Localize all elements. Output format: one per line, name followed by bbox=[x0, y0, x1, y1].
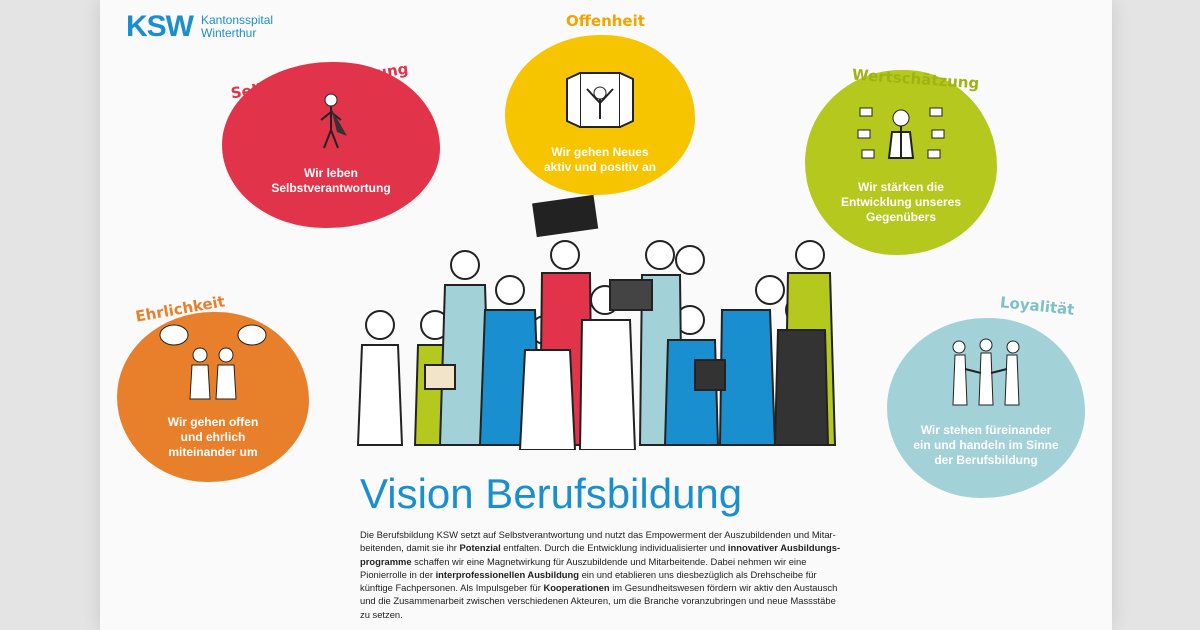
value-blob-wertschaetzung: Wir stärken die Entwicklung unseres Gege… bbox=[805, 70, 997, 255]
thumbs-up-icon bbox=[857, 107, 945, 159]
conversation-icon bbox=[159, 324, 267, 400]
value-text: Wir gehen Neues aktiv und positiv an bbox=[543, 145, 657, 174]
page-title: Vision Berufsbildung bbox=[360, 470, 743, 517]
value-blob-ehrlichkeit: Wir gehen offen und ehrlich miteinander … bbox=[117, 312, 309, 482]
logo-line1: Kantonsspital bbox=[201, 13, 274, 27]
paragraph-text: Die Berufsbildung KSW setzt auf Selbstve… bbox=[360, 529, 836, 554]
superhero-icon bbox=[320, 93, 347, 149]
paragraph-emphasis: innovativer Ausbildungs­programme bbox=[360, 542, 841, 567]
value-text: Wir leben Selbstverantwortung bbox=[271, 166, 391, 195]
logo-line2: Winterthur bbox=[201, 26, 257, 40]
paragraph-text: schaffen wir eine Magnetwirkung für Ausz… bbox=[360, 555, 807, 580]
handshake-icon bbox=[952, 338, 1020, 406]
value-blob-offenheit: Wir gehen Neues aktiv und positiv an bbox=[505, 35, 695, 195]
paragraph-emphasis: Kooperationen bbox=[543, 582, 610, 594]
value-text: Wir stärken die Entwicklung unseres Gege… bbox=[840, 180, 962, 224]
team-illustration bbox=[356, 195, 837, 450]
paragraph-text: entfalten. Durch die Entwicklung individ… bbox=[500, 542, 728, 554]
open-window-icon bbox=[566, 72, 634, 128]
paragraph-emphasis: Potenzial bbox=[459, 542, 501, 554]
value-text: Wir stehen füreinander ein und handeln i… bbox=[913, 423, 1059, 467]
logo-mark: KSW bbox=[126, 10, 194, 43]
paragraph-text: im Gesundheitswesen fördern wir aktiv de… bbox=[360, 582, 838, 620]
value-text: Wir gehen offen und ehrlich miteinander … bbox=[167, 415, 259, 459]
value-heading-offenheit: Offenheit bbox=[566, 12, 645, 30]
value-blob-loyalitaet: Wir stehen füreinander ein und handeln i… bbox=[887, 318, 1085, 498]
paragraph-emphasis: interprofessionellen Ausbildung bbox=[435, 568, 579, 580]
value-blob-selbstverantwortung: Wir leben Selbstverantwortung bbox=[222, 62, 440, 228]
vision-paragraph: Die Berufsbildung KSW setzt auf Selbstve… bbox=[360, 528, 842, 621]
paragraph-text: ein und etablieren uns diesbezüglich als… bbox=[360, 568, 817, 594]
